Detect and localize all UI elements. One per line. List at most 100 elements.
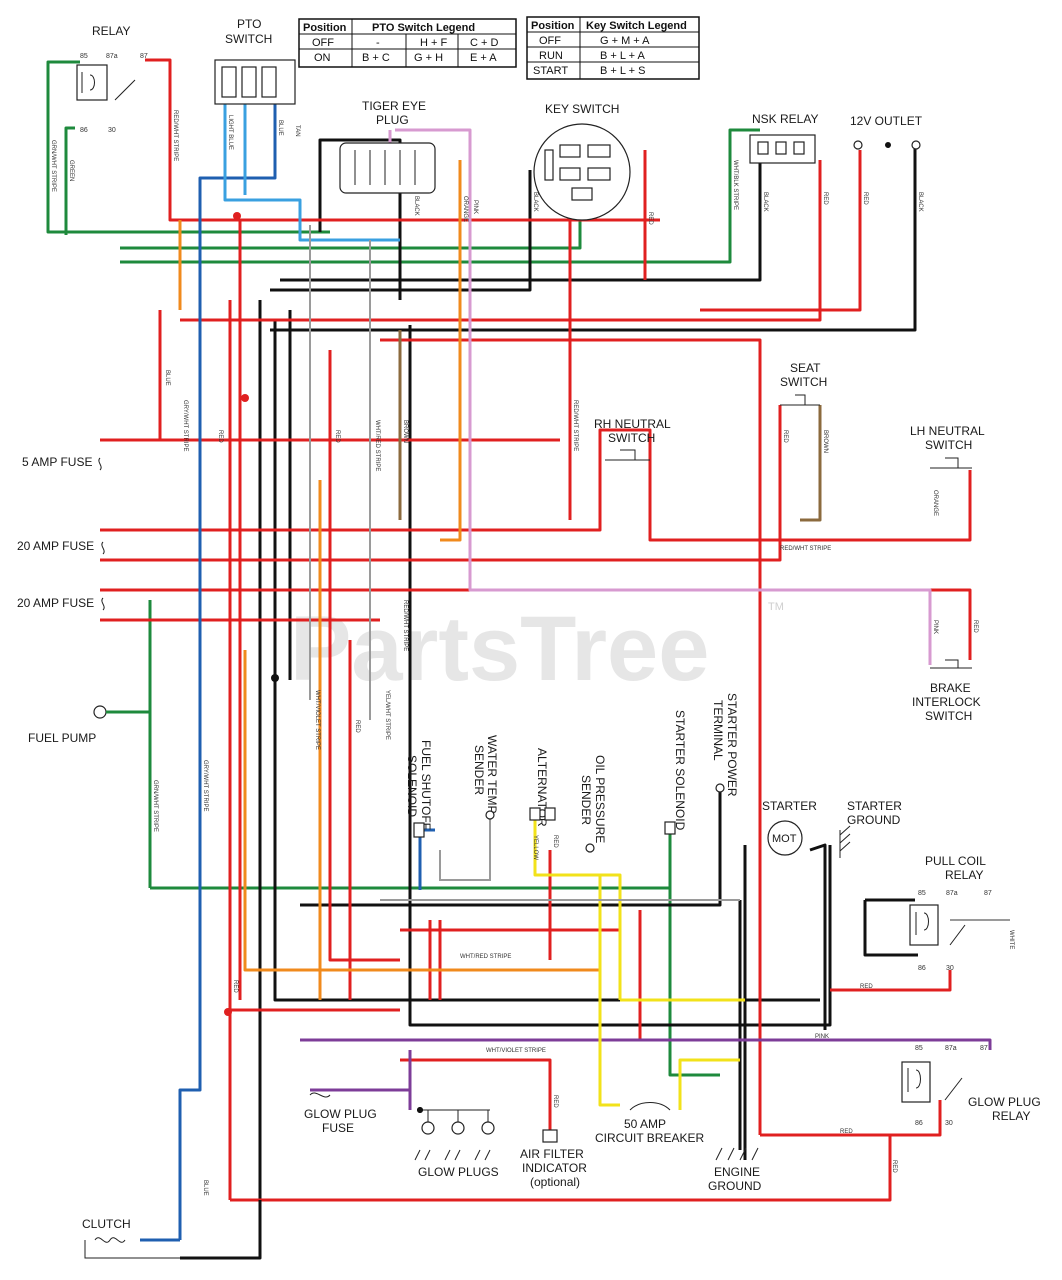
oil-pressure-label-2: SENDER xyxy=(579,775,593,825)
relay: RELAY 85 87a 87 86 30 xyxy=(76,24,148,134)
key-switch-legend: Position Key Switch Legend OFF G + M + A… xyxy=(526,16,700,80)
lh-neutral-label-1: LH NEUTRAL xyxy=(910,424,985,438)
glow-fuse-label-1: GLOW PLUG xyxy=(304,1107,377,1121)
brake-interlock-switch: BRAKE INTERLOCK SWITCH xyxy=(912,659,981,723)
pull-relay-pin: 86 xyxy=(918,965,926,972)
starter-power-label-2: TERMINAL xyxy=(711,700,725,761)
splice-points xyxy=(224,212,423,1113)
lh-neutral-switch: LH NEUTRAL SWITCH xyxy=(910,424,985,469)
wire-label: WHT/VIOLET STRIPE xyxy=(314,690,320,750)
tiger-eye-label-2: PLUG xyxy=(376,113,409,127)
glow-plugs: GLOW PLUG FUSE GLOW PLUGS xyxy=(304,1092,499,1179)
key-legend-cell: B + L + S xyxy=(600,65,645,77)
wire-label: GRN/WHT STRIPE xyxy=(152,780,158,832)
wire-label: YELLOW xyxy=(532,835,538,860)
left-labels: 5 AMP FUSE 20 AMP FUSE 20 AMP FUSE FUEL … xyxy=(17,455,150,745)
wire-label: BLACK xyxy=(532,192,538,212)
key-switch: KEY SWITCH xyxy=(533,102,631,221)
pull-relay-pin: 30 xyxy=(946,965,954,972)
wire-label: RED/WHT STRIPE xyxy=(402,600,408,651)
wire-label: PINK xyxy=(472,200,478,214)
lh-neutral-label-2: SWITCH xyxy=(925,438,972,452)
rh-neutral-label-2: SWITCH xyxy=(608,431,655,445)
circuit-breaker: 50 AMP CIRCUIT BREAKER xyxy=(595,1102,704,1145)
wire-label: RED xyxy=(217,430,223,443)
tiger-eye-label-1: TIGER EYE xyxy=(362,99,426,113)
glow-relay-pin: 86 xyxy=(915,1120,923,1127)
relay-pin: 30 xyxy=(108,127,116,134)
engine-ground-label-1: ENGINE xyxy=(714,1165,760,1179)
starter-ground-label-1: STARTER xyxy=(847,799,902,813)
glow-fuse-label-2: FUSE xyxy=(322,1121,354,1135)
brake-label-2: INTERLOCK xyxy=(912,695,981,709)
wire-label: RED/WHT STRIPE xyxy=(172,110,178,161)
key-switch-label: KEY SWITCH xyxy=(545,102,619,116)
watermark: PartsTree xyxy=(290,598,709,700)
alternator-label: ALTERNATOR xyxy=(535,748,549,827)
pull-relay-pin: 87 xyxy=(984,890,992,897)
air-filter-indicator: AIR FILTER INDICATOR (optional) xyxy=(520,1129,587,1189)
oil-pressure-label-1: OIL PRESSURE xyxy=(593,755,607,843)
air-filter-label-3: (optional) xyxy=(530,1175,580,1189)
breaker-label-1: 50 AMP xyxy=(624,1117,666,1131)
fuse-20-amp-a-label: 20 AMP FUSE xyxy=(17,539,94,553)
fuel-pump-label: FUEL PUMP xyxy=(28,731,96,745)
wire-label: LIGHT BLUE xyxy=(227,115,233,150)
twelve-volt-outlet: 12V OUTLET xyxy=(850,114,923,150)
wire-label: BLACK xyxy=(917,192,923,212)
wire-label: GRY/WHT STRIPE xyxy=(182,400,188,451)
starter: STARTER MOT STARTER GROUND xyxy=(762,799,902,858)
glow-plug-relay: 85 87a 87 86 30 GLOW PLUG RELAY xyxy=(901,1045,1041,1127)
key-legend-cell: B + L + A xyxy=(600,50,646,62)
seat-switch-label-1: SEAT xyxy=(790,361,821,375)
wire-label: RED xyxy=(822,192,828,205)
nsk-relay-label: NSK RELAY xyxy=(752,112,818,126)
wire-label: BROWN xyxy=(822,430,828,453)
wire-label: RED xyxy=(972,620,978,633)
pull-coil-label-1: PULL COIL xyxy=(925,854,986,868)
wire-label: BLACK xyxy=(762,192,768,212)
engine-ground-label-2: GROUND xyxy=(708,1179,762,1193)
fuse-20-amp-b-label: 20 AMP FUSE xyxy=(17,596,94,610)
pto-legend-col-position: Position xyxy=(303,22,347,34)
pull-coil-relay: PULL COIL RELAY 85 87a 87 86 30 xyxy=(863,854,992,972)
air-filter-label-2: INDICATOR xyxy=(522,1161,587,1175)
glow-relay-pin: 85 xyxy=(915,1045,923,1052)
seat-switch: SEAT SWITCH xyxy=(780,361,827,406)
wire-label: RED xyxy=(552,1095,558,1108)
wire-label: BLUE xyxy=(164,370,170,386)
wire-label: YEL/WHT STRIPE xyxy=(384,690,390,740)
wire-label: RED xyxy=(552,835,558,848)
glow-relay-label-2: RELAY xyxy=(992,1109,1030,1123)
breaker-label-2: CIRCUIT BREAKER xyxy=(595,1131,704,1145)
wire-label: PINK xyxy=(932,620,938,634)
relay-pin: 87 xyxy=(140,53,148,60)
pto-switch-legend: Position PTO Switch Legend OFF - H + F C… xyxy=(298,18,517,68)
wire-label: RED xyxy=(232,980,238,993)
pto-switch-label-2: SWITCH xyxy=(225,32,272,46)
relay-pin: 85 xyxy=(80,53,88,60)
wire-label: RED/WHT STRIPE xyxy=(572,400,578,451)
pto-legend-cell: H + F xyxy=(420,37,447,49)
pull-coil-label-2: RELAY xyxy=(945,868,983,882)
glow-relay-pin: 87a xyxy=(945,1045,957,1052)
glow-relay-label-1: GLOW PLUG xyxy=(968,1095,1041,1109)
wire-label: RED xyxy=(862,192,868,205)
key-legend-cell: RUN xyxy=(539,50,563,62)
glow-plugs-label: GLOW PLUGS xyxy=(418,1165,499,1179)
wire-label: GRY/WHT STRIPE xyxy=(202,760,208,811)
wire-label: RED xyxy=(860,984,873,990)
relay-pin: 86 xyxy=(80,127,88,134)
water-temp-label-1: WATER TEMP xyxy=(485,735,499,813)
key-legend-cell: OFF xyxy=(539,35,561,47)
pto-legend-cell: E + A xyxy=(470,52,497,64)
rh-neutral-switch: RH NEUTRAL SWITCH xyxy=(594,417,671,461)
pto-legend-cell: C + D xyxy=(470,37,498,49)
wire-label: RED xyxy=(334,430,340,443)
water-temp-label-2: SENDER xyxy=(472,745,486,795)
pto-legend-title: PTO Switch Legend xyxy=(372,22,475,34)
brake-label-1: BRAKE xyxy=(930,681,971,695)
wire-label: BLUE xyxy=(202,1180,208,1196)
pto-legend-cell: B + C xyxy=(362,52,390,64)
